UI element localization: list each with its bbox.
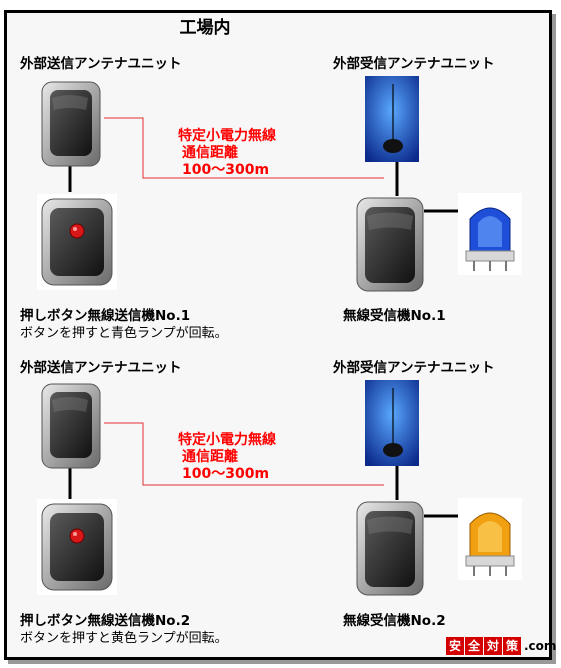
antenna-base-icon xyxy=(383,139,403,153)
radio-link-text-2: 特定小電力無線 通信距離 100〜300m xyxy=(178,432,276,483)
link-type-2: 特定小電力無線 xyxy=(178,432,276,448)
link-distance-label-2: 通信距離 xyxy=(182,449,238,465)
logo-char: 策 xyxy=(503,637,521,655)
button-transmitter-1 xyxy=(37,194,117,290)
logo-suffix: .com xyxy=(524,639,557,653)
logo-char: 対 xyxy=(484,637,502,655)
tx-antenna-label-2: 外部送信アンテナユニット xyxy=(20,360,182,376)
red-push-button-icon xyxy=(69,223,85,239)
rotating-lamp-2 xyxy=(458,498,522,580)
tx-antenna-unit-1 xyxy=(41,81,101,167)
diagram-title: 工場内 xyxy=(179,18,231,38)
frame-shadow-bottom xyxy=(8,660,556,664)
link-distance-value-2: 100〜300m xyxy=(182,466,270,482)
radio-link-line-2 xyxy=(104,422,384,486)
link-type-1: 特定小電力無線 xyxy=(178,128,276,144)
transmitter-desc-1: ボタンを押すと青色ランプが回転。 xyxy=(20,326,228,341)
rx-antenna-unit-2 xyxy=(365,380,419,466)
rotating-lamp-1 xyxy=(458,193,522,275)
button-transmitter-2 xyxy=(37,499,117,595)
logo-char: 全 xyxy=(465,637,483,655)
radio-link-line-1 xyxy=(104,117,384,179)
antenna-base-icon xyxy=(383,443,403,457)
receiver-label-1: 無線受信機No.1 xyxy=(343,308,446,324)
wireless-receiver-2 xyxy=(356,501,424,596)
transmitter-label-1: 押しボタン無線送信機No.1 xyxy=(20,308,191,324)
tx-antenna-label-1: 外部送信アンテナユニット xyxy=(20,56,182,72)
receiver-label-2: 無線受信機No.2 xyxy=(343,613,446,629)
wireless-receiver-1 xyxy=(356,197,424,292)
tx-antenna-unit-2 xyxy=(41,383,101,469)
frame-shadow-right xyxy=(552,14,556,664)
rx-antenna-label-2: 外部受信アンテナユニット xyxy=(333,360,495,376)
link-distance-value-1: 100〜300m xyxy=(182,162,270,178)
red-push-button-icon xyxy=(69,528,85,544)
rx-antenna-label-1: 外部受信アンテナユニット xyxy=(333,56,495,72)
logo-char: 安 xyxy=(446,637,464,655)
site-logo[interactable]: 安 全 対 策 .com xyxy=(446,636,556,656)
link-distance-label-1: 通信距離 xyxy=(182,145,238,161)
rx-antenna-unit-1 xyxy=(365,76,419,162)
radio-link-text-1: 特定小電力無線 通信距離 100〜300m xyxy=(178,128,276,179)
connectors-1 xyxy=(68,117,460,213)
transmitter-desc-2: ボタンを押すと黄色ランプが回転。 xyxy=(20,631,228,646)
transmitter-label-2: 押しボタン無線送信機No.2 xyxy=(20,613,191,629)
